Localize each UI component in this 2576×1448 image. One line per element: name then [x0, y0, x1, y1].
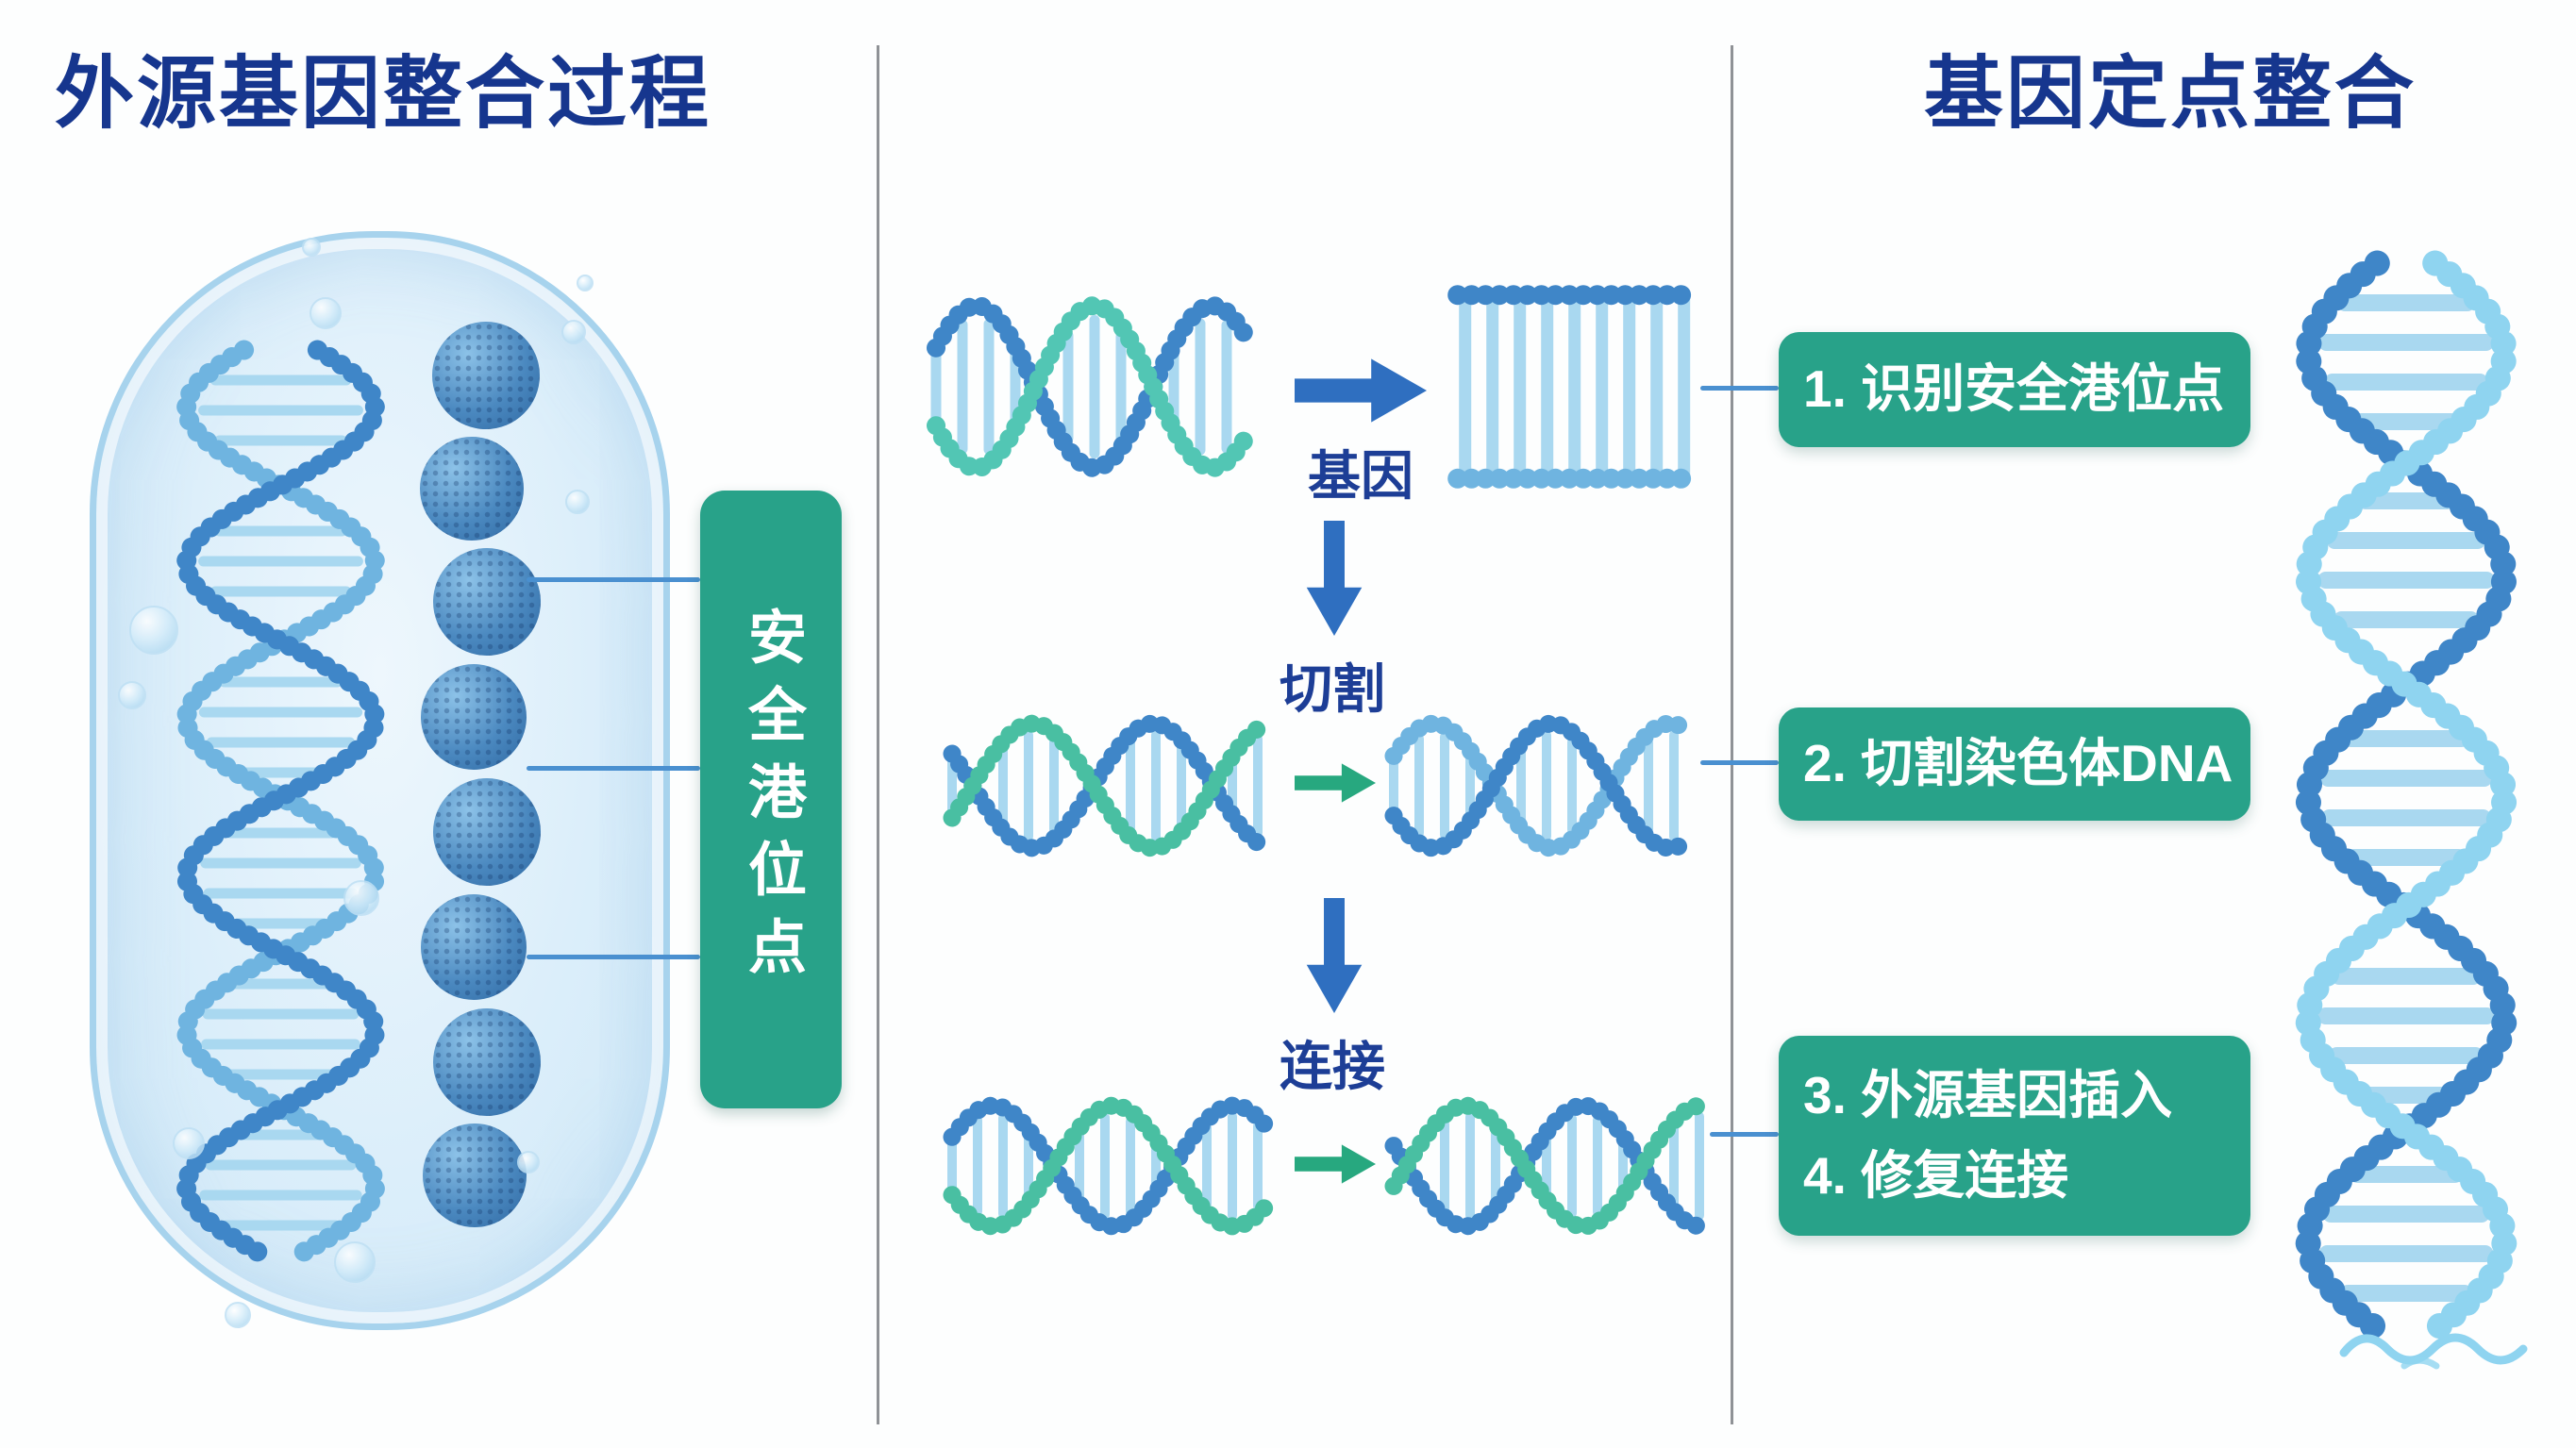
cell-bubble — [118, 681, 146, 709]
cell-bubble — [129, 606, 178, 655]
chromatin-blob — [420, 437, 524, 541]
dna-before-ligation-helix — [934, 1081, 1285, 1251]
chromatin-blob — [423, 1123, 527, 1227]
safe-harbor-connector-line-3 — [527, 955, 700, 959]
step-3-text: 3. 外源基因插入 — [1803, 1065, 2173, 1124]
step-2-text: 2. 切割染色体DNA — [1803, 734, 2233, 793]
step1-connector-line — [1700, 386, 1779, 391]
site-specific-integration-helix — [2260, 238, 2552, 1356]
gene-step-label: 基因 — [1308, 446, 1413, 506]
chromatin-blob — [432, 322, 540, 429]
cell-bubble — [334, 1241, 376, 1283]
left-panel-title: 外源基因整合过程 — [55, 49, 712, 138]
cut-step-down-arrow-icon — [1291, 521, 1378, 636]
chromosome-dna-after-cut-helix — [1376, 700, 1706, 872]
chromatin-blob — [421, 664, 527, 770]
panel-divider-left — [877, 45, 879, 1424]
step-4-text: 4. 修复连接 — [1803, 1146, 2069, 1205]
chromosome-dna-helix — [142, 330, 420, 1273]
step-1-text: 1. 识别安全港位点 — [1803, 359, 2225, 419]
gene-step-right-arrow-icon — [1276, 351, 1446, 430]
foreign-gene-dna-helix — [917, 279, 1268, 494]
chromatin-blob — [433, 1008, 541, 1116]
chromatin-blob — [433, 548, 541, 656]
safe-harbor-connector-line-1 — [527, 577, 700, 582]
step-box-3: 3. 外源基因插入 4. 修复连接 — [1779, 1036, 2250, 1236]
panel-divider-right — [1731, 45, 1733, 1424]
step-box-2: 2. 切割染色体DNA — [1779, 707, 2250, 821]
step2-connector-line — [1700, 760, 1779, 765]
chromatin-blob — [421, 894, 527, 1000]
right-panel-title: 基因定点整合 — [1923, 49, 2417, 138]
ligate-step-down-arrow-icon — [1291, 898, 1378, 1013]
cell-bubble — [517, 1151, 540, 1173]
chromosome-dna-before-cut-helix — [934, 700, 1285, 872]
cell-bubble — [577, 275, 594, 291]
cut-step-label: 切割 — [1280, 659, 1385, 719]
cut-result-arrow-icon — [1295, 757, 1376, 809]
ligate-step-label: 连接 — [1280, 1037, 1385, 1096]
cell-bubble — [565, 490, 590, 514]
chromatin-blob — [433, 778, 541, 886]
cell-bubble — [309, 297, 342, 329]
cell-bubble — [225, 1302, 251, 1328]
cell-bubble — [302, 238, 321, 257]
decorative-wave-icon — [2338, 1319, 2541, 1375]
safe-harbor-text: 安全港位点 — [739, 606, 804, 993]
step3-connector-line — [1710, 1132, 1779, 1137]
safe-harbor-connector-line-2 — [527, 766, 700, 771]
integrated-dna-helix — [1376, 1081, 1717, 1251]
ligate-result-arrow-icon — [1295, 1138, 1376, 1190]
step-box-1: 1. 识别安全港位点 — [1779, 332, 2250, 447]
cell-bubble — [343, 880, 379, 916]
cell-bubble — [173, 1127, 205, 1159]
cell-bubble — [561, 320, 586, 344]
safe-harbor-site-label: 安全港位点 — [700, 491, 842, 1108]
unwound-dna-ladder — [1444, 281, 1708, 492]
